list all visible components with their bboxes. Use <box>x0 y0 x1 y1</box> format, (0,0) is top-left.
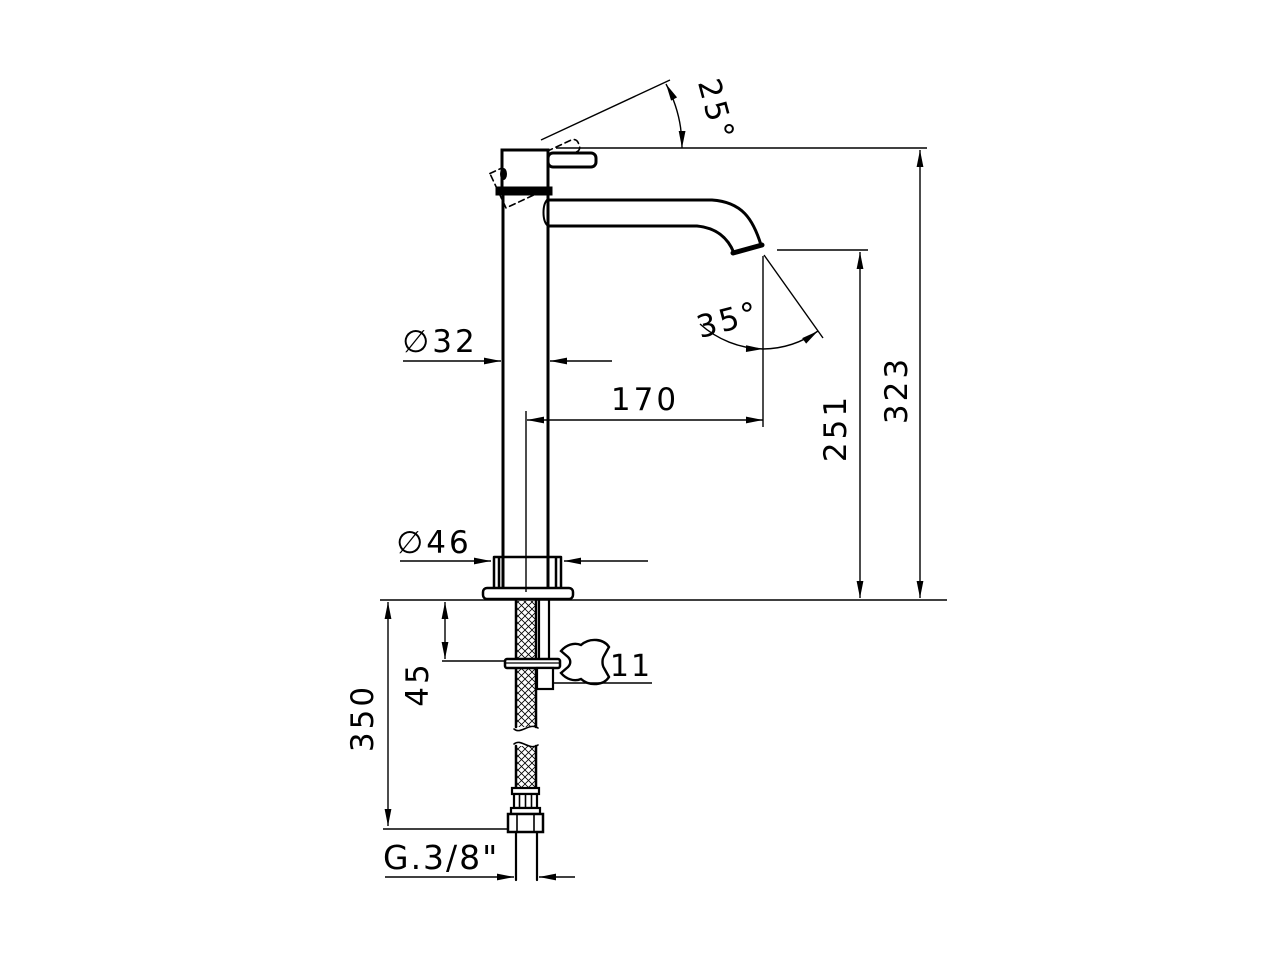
spout-angle-arc <box>762 330 819 350</box>
base-diameter-label: ∅46 <box>396 525 471 561</box>
cartridge-head <box>500 148 550 190</box>
wrench-size-label: 11 <box>610 649 652 684</box>
hose-crimp-ribs <box>518 793 533 809</box>
head-indicator-dot <box>500 168 507 180</box>
spout-bottom-edge <box>546 224 736 255</box>
spout-angle-label: 35° <box>693 295 764 346</box>
spout-reach-label: 170 <box>611 382 679 418</box>
dimension-labels: 25° 35° ∅32 170 251 323 ∅46 45 350 11 G.… <box>345 75 915 877</box>
base-plate <box>481 586 575 601</box>
lever-handle <box>546 151 598 169</box>
mounting-nut <box>535 666 555 691</box>
spout-outlet-face <box>730 242 765 256</box>
thread-size-label: G.3/8" <box>383 838 499 877</box>
faucet-outline <box>481 138 765 882</box>
handle-angle-line <box>540 79 671 141</box>
body-diameter-label: ∅32 <box>402 324 477 360</box>
mounting-stud <box>537 598 551 661</box>
dimensions <box>380 79 947 881</box>
hose-break-top <box>513 725 539 732</box>
spout-root-fillet <box>542 198 549 227</box>
handle-angle-label: 25° <box>690 75 741 146</box>
hose-break-bottom <box>513 741 539 748</box>
under-counter-depth-label: 45 <box>400 661 436 706</box>
wrench-icon <box>559 638 611 686</box>
connection-hex-nut <box>506 812 545 834</box>
connection-pipe <box>514 830 539 882</box>
handle-angle-arc <box>665 83 686 149</box>
hex-nut-facets <box>516 813 535 833</box>
outlet-height-label: 251 <box>818 394 854 462</box>
hose-length-label: 350 <box>345 684 381 752</box>
head-joint-band <box>495 186 553 196</box>
total-height-label: 323 <box>879 356 915 424</box>
spout-top-edge <box>546 198 763 247</box>
base-sleeve <box>492 555 563 590</box>
spout-angle-line <box>763 254 824 339</box>
spout-angle-arc-tail <box>699 323 764 353</box>
hose-lower-braid <box>516 746 536 788</box>
hose-lower-edges <box>514 744 538 790</box>
